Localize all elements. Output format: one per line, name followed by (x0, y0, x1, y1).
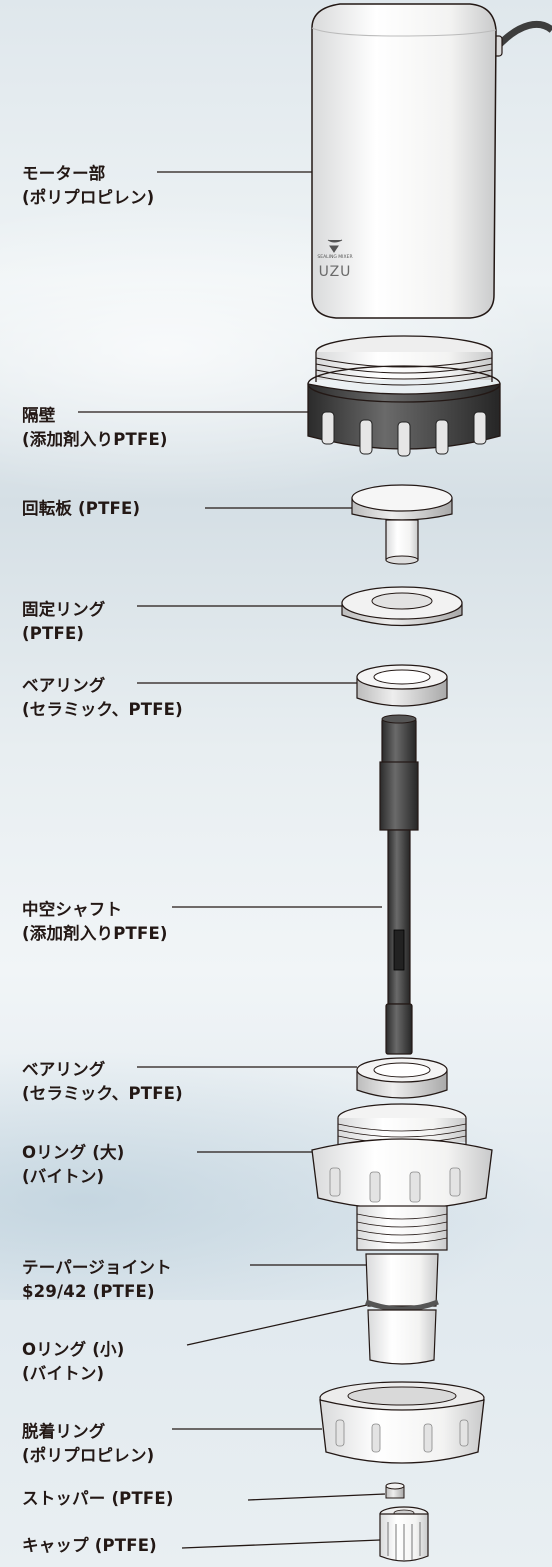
leader-line-stopper (247, 1493, 386, 1501)
label-motor-material: (ポリプロピレン) (22, 188, 155, 207)
brand-logo-text: UZU (319, 264, 352, 280)
leader-line-cap (181, 1539, 381, 1549)
brand-small-text: SEALING MIXER (317, 254, 352, 260)
label-o-ring-large-name: Oリング (大) (22, 1143, 125, 1162)
power-cord (493, 20, 552, 51)
label-partition-material: (添加剤入りPTFE) (22, 430, 168, 449)
swirl-icon (327, 239, 343, 253)
label-taper-joint: テーパージョイント $29/42 (PTFE) (22, 1256, 172, 1304)
bearing-upper (356, 664, 448, 707)
leader-lines (78, 171, 386, 1549)
hollow-shaft (379, 714, 419, 1055)
leader-line-o-ring-small (186, 1304, 368, 1346)
label-o-ring-large-material: (バイトン) (22, 1167, 105, 1186)
label-o-ring-small-material: (バイトン) (22, 1364, 105, 1383)
label-fixed-ring-material: (PTFE) (22, 624, 85, 643)
cap (379, 1506, 429, 1562)
label-motor: モーター部 (ポリプロピレン) (22, 162, 154, 210)
label-o-ring-small: Oリング (小) (バイトン) (22, 1338, 124, 1386)
label-release-ring-material: (ポリプロピレン) (22, 1446, 155, 1465)
label-hollow-shaft: 中空シャフト (添加剤入りPTFE) (22, 898, 168, 946)
label-stopper-name: ストッパー (PTFE) (22, 1489, 174, 1508)
label-bearing-lower-name: ベアリング (22, 1060, 106, 1079)
release-ring (319, 1381, 485, 1464)
label-bearing-upper: ベアリング (セラミック、PTFE) (22, 674, 183, 722)
label-partition-name: 隔壁 (22, 406, 56, 425)
partition-wall (307, 335, 501, 457)
label-cap: キャップ (PTFE) (22, 1534, 157, 1558)
label-rotor-plate-name: 回転板 (PTFE) (22, 499, 141, 518)
o-ring-small (365, 1299, 439, 1312)
label-bearing-lower: ベアリング (セラミック、PTFE) (22, 1058, 183, 1106)
label-bearing-upper-material: (セラミック、PTFE) (22, 700, 183, 719)
label-cap-name: キャップ (PTFE) (22, 1536, 157, 1555)
label-fixed-ring: 固定リング (PTFE) (22, 598, 106, 646)
motor-unit: SEALING MIXER UZU (311, 3, 552, 319)
label-hollow-shaft-material: (添加剤入りPTFE) (22, 924, 168, 943)
fixed-ring (341, 586, 463, 627)
label-release-ring-name: 脱着リング (22, 1422, 106, 1441)
label-fixed-ring-name: 固定リング (22, 600, 106, 619)
label-bearing-lower-material: (セラミック、PTFE) (22, 1084, 183, 1103)
bearing-lower (356, 1057, 448, 1099)
joint-body (311, 1103, 493, 1251)
label-rotor-plate: 回転板 (PTFE) (22, 497, 140, 521)
label-hollow-shaft-name: 中空シャフト (22, 900, 123, 919)
taper-joint (365, 1253, 439, 1365)
rotor-plate (351, 484, 453, 565)
label-release-ring: 脱着リング (ポリプロピレン) (22, 1420, 154, 1468)
stopper (385, 1482, 405, 1499)
label-stopper: ストッパー (PTFE) (22, 1487, 174, 1511)
label-o-ring-large: Oリング (大) (バイトン) (22, 1141, 124, 1189)
label-partition: 隔壁 (添加剤入りPTFE) (22, 404, 168, 452)
label-taper-joint-name: テーパージョイント (22, 1258, 172, 1277)
label-o-ring-small-name: Oリング (小) (22, 1340, 125, 1359)
label-taper-joint-material: $29/42 (PTFE) (22, 1282, 155, 1301)
label-bearing-upper-name: ベアリング (22, 676, 106, 695)
label-motor-name: モーター部 (22, 164, 106, 183)
motor-housing (311, 3, 497, 319)
